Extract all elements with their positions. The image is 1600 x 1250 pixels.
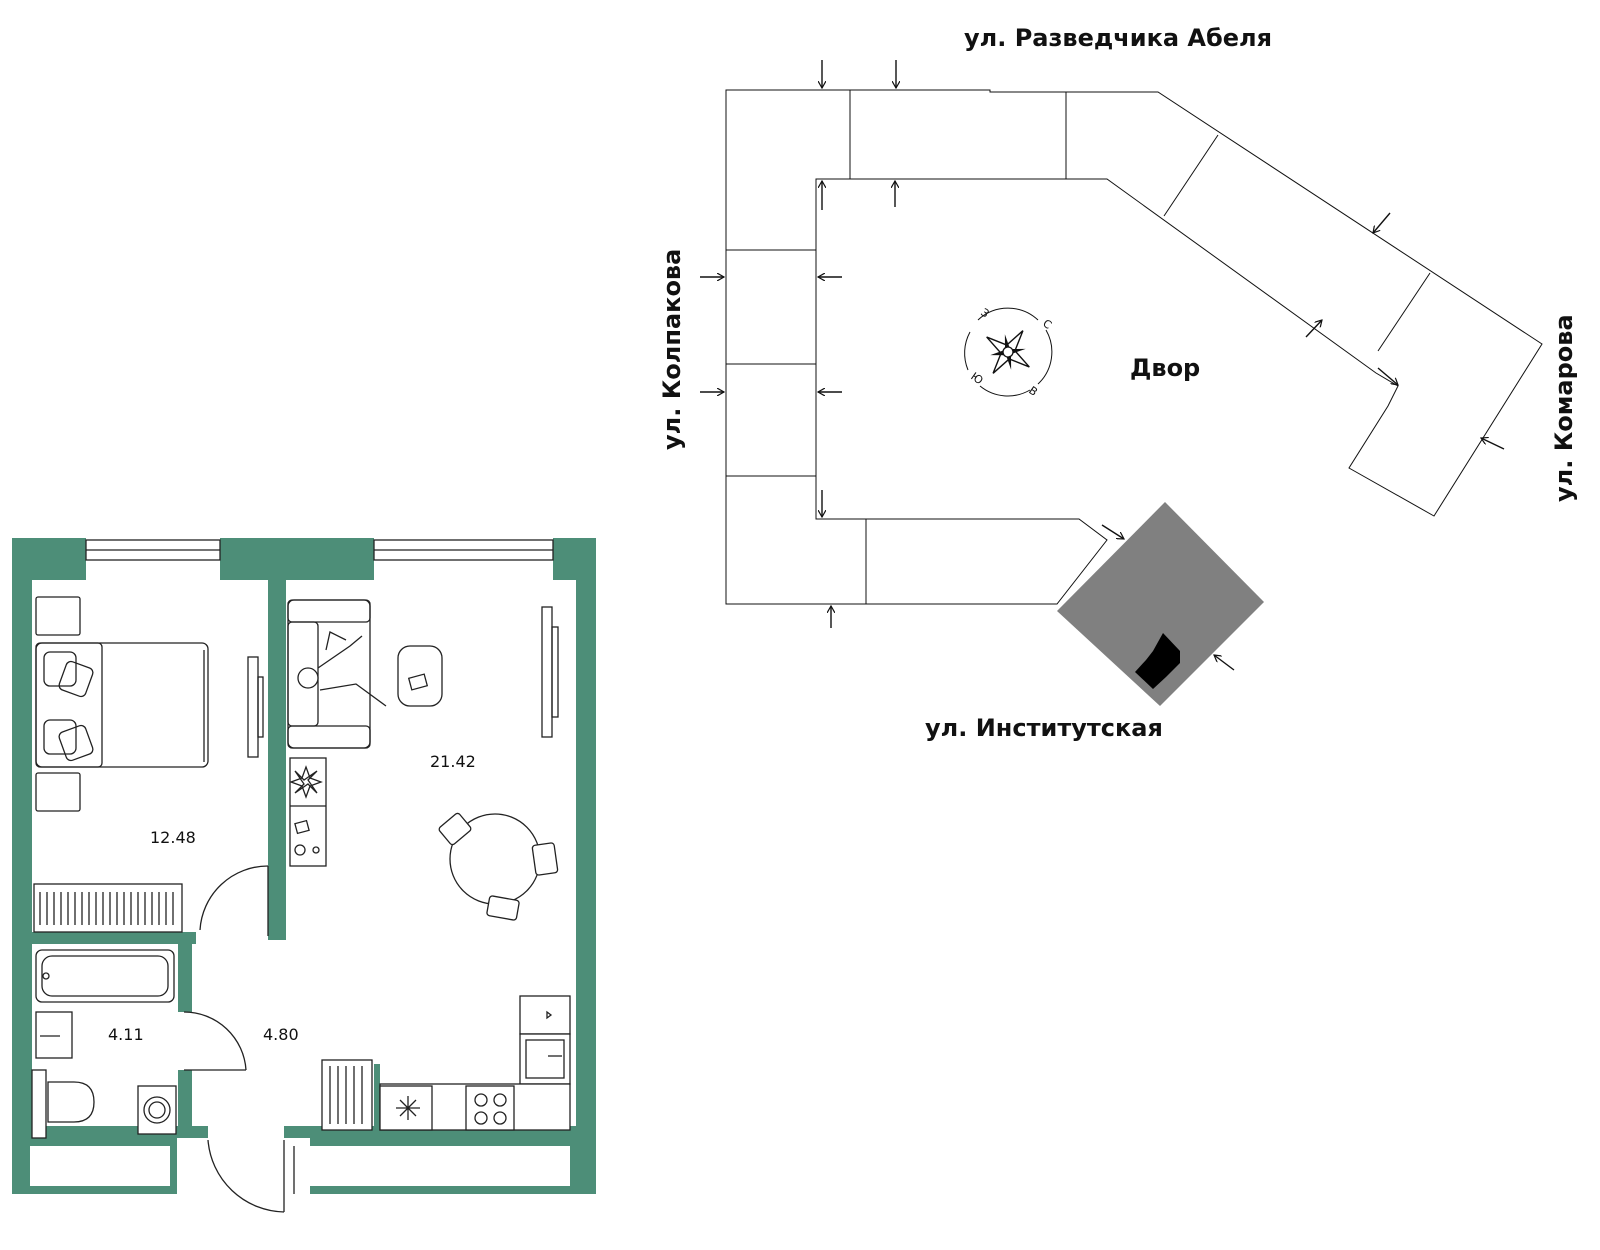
bath-partition <box>31 1069 47 1139</box>
windows <box>85 539 554 561</box>
apartment-plan: 12.48 21.42 4.11 4.80 <box>12 538 596 1213</box>
doors <box>183 865 285 1213</box>
balcony-railing <box>39 1146 564 1194</box>
street-west: ул. Колпакова <box>658 249 686 450</box>
kitchen-sink <box>519 1033 571 1085</box>
site-plan: С В Ю З Двор ул. Разведчика Абеля ул. Ин… <box>658 24 1578 742</box>
walls <box>12 538 596 1194</box>
bedroom-furniture <box>33 596 264 933</box>
street-south: ул. Институтская <box>925 714 1163 742</box>
compass-south: Ю <box>968 370 985 388</box>
highlighted-section <box>1057 502 1264 706</box>
kitchen-cabinet <box>519 995 571 1035</box>
area-bathroom: 4.11 <box>108 1025 144 1044</box>
living-tv <box>541 606 553 738</box>
street-north: ул. Разведчика Абеля <box>964 24 1272 52</box>
yard-label: Двор <box>1130 354 1200 382</box>
area-bedroom: 12.48 <box>150 828 196 847</box>
entrance-arrows <box>700 60 1505 671</box>
highlighted-entrance <box>1135 633 1180 689</box>
area-hallway: 4.80 <box>263 1025 299 1044</box>
compass-rose: С В Ю З <box>964 306 1054 399</box>
street-east: ул. Комарова <box>1550 314 1578 502</box>
washbasin <box>35 1011 73 1059</box>
living-furniture <box>287 599 559 921</box>
shelf <box>289 757 327 867</box>
toilet <box>47 1081 95 1123</box>
coffee-table <box>397 645 443 707</box>
area-living-kitchen: 21.42 <box>430 752 476 771</box>
stove <box>465 1085 515 1131</box>
building-outline <box>725 89 1543 605</box>
compass-north: С <box>1040 317 1054 332</box>
bedroom-tv <box>247 656 259 758</box>
bathtub <box>35 949 175 1003</box>
section-dividers <box>726 90 1431 604</box>
bedroom-radiator <box>33 883 183 933</box>
kitchen <box>321 995 571 1131</box>
compass-east: В <box>1026 384 1040 399</box>
bathroom-fixtures <box>31 949 177 1139</box>
bed <box>35 642 209 768</box>
